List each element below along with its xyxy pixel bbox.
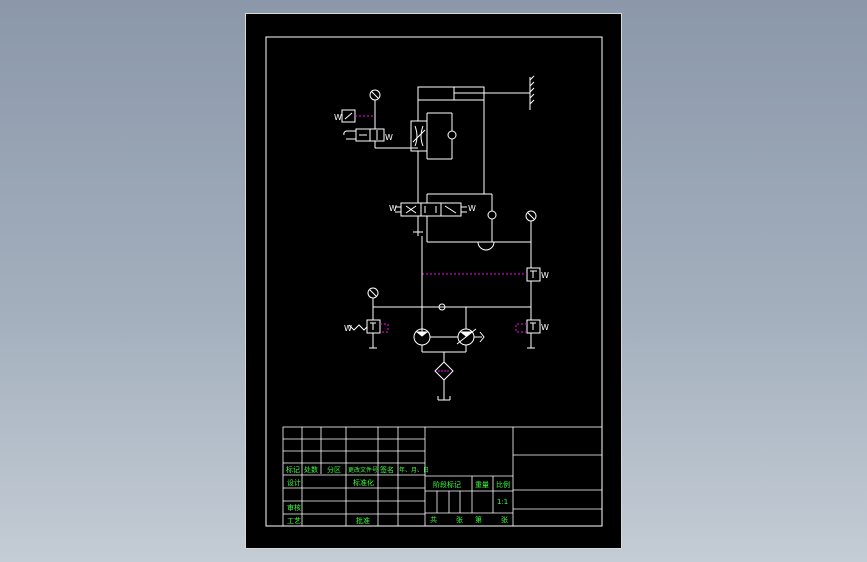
pressure-switch-icon	[341, 109, 373, 123]
hydraulic-schematic-canvas: W W W W W W W 标记 处数	[265, 36, 603, 527]
throttle-check-valve	[410, 100, 485, 197]
directional-valve-4-3	[395, 193, 531, 243]
tb-date: 年、月、日	[399, 466, 429, 474]
solenoid-label: W	[385, 133, 393, 142]
tb-count: 处数	[304, 465, 318, 474]
tb-signature: 签名	[380, 465, 394, 474]
solenoid-label: W	[334, 113, 342, 122]
solenoid-label: W	[468, 204, 476, 213]
tb-sheets: 张	[456, 515, 463, 524]
tb-process: 工艺	[287, 517, 301, 525]
tb-scale-value: 1:1	[497, 498, 508, 506]
tb-page: 第	[475, 515, 482, 524]
filter-icon	[434, 352, 454, 401]
tb-scale: 比例	[496, 480, 510, 489]
relief-valve-right	[422, 253, 541, 294]
relief-valve-right-lower	[515, 294, 541, 349]
pressure-gauge-icon	[369, 89, 381, 124]
supply-line	[373, 236, 531, 334]
variable-pump-icon	[430, 307, 485, 352]
tb-review: 审核	[287, 503, 301, 512]
check-valve	[477, 193, 497, 251]
solenoid-label: W	[389, 204, 397, 213]
tb-standardize: 标准化	[353, 478, 374, 487]
relief-valve-left	[348, 307, 389, 349]
tb-approve: 批准	[356, 516, 370, 525]
solenoid-label: W	[541, 271, 549, 280]
pressure-gauge-icon	[367, 287, 379, 307]
tb-total: 共	[430, 515, 437, 524]
solenoid-label: W	[344, 324, 352, 333]
tb-sheet: 张	[501, 515, 508, 524]
tb-design: 设计	[287, 478, 301, 487]
hydraulic-cylinder	[417, 75, 535, 110]
tb-change-doc: 更改文件号	[348, 466, 378, 474]
pressure-gauge-icon	[525, 210, 537, 253]
tb-mark: 标记	[286, 465, 300, 474]
schematic	[341, 75, 541, 401]
inner-frame	[265, 36, 603, 527]
drawing-sheet: W W W W W W W 标记 处数	[245, 13, 622, 549]
title-block-grid	[282, 426, 603, 527]
tb-stage-mark: 阶段标记	[433, 480, 461, 489]
pump-icon	[413, 328, 431, 352]
solenoid-valve-2-2	[343, 124, 418, 149]
tb-weight: 重量	[475, 481, 489, 489]
solenoid-label: W	[541, 323, 549, 332]
tb-zone: 分区	[327, 465, 341, 474]
